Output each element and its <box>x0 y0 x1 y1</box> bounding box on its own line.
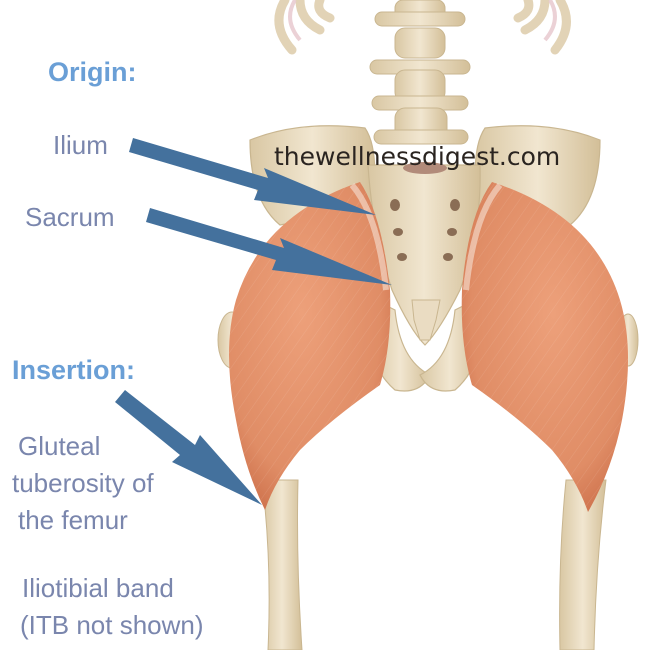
origin-heading: Origin: <box>48 57 137 87</box>
insertion-iliotibial-band-label: Iliotibial band (ITB not shown) <box>20 573 204 640</box>
insertion-heading: Insertion: <box>12 355 136 385</box>
arrows <box>115 138 392 505</box>
origin-ilium-label: Ilium <box>53 130 108 160</box>
left-femur <box>261 479 303 650</box>
watermark: thewellnessdigest.com <box>274 142 561 171</box>
ribs <box>274 0 571 55</box>
right-femur <box>559 479 607 650</box>
lumbar-spine <box>369 0 471 145</box>
coccyx <box>411 299 441 341</box>
origin-sacrum-label: Sacrum <box>25 202 115 232</box>
insertion-gluteal-tuberosity-label: Gluteal tuberosity of the femur <box>12 431 154 535</box>
insertion-arrow <box>115 390 262 505</box>
sacrum-arrow <box>146 208 392 285</box>
left-gluteus-maximus <box>229 182 391 510</box>
ilium-arrow <box>129 138 376 215</box>
sacral-foramina <box>390 162 460 261</box>
ribs-pink <box>288 0 557 42</box>
right-gluteus-maximus <box>461 182 629 512</box>
